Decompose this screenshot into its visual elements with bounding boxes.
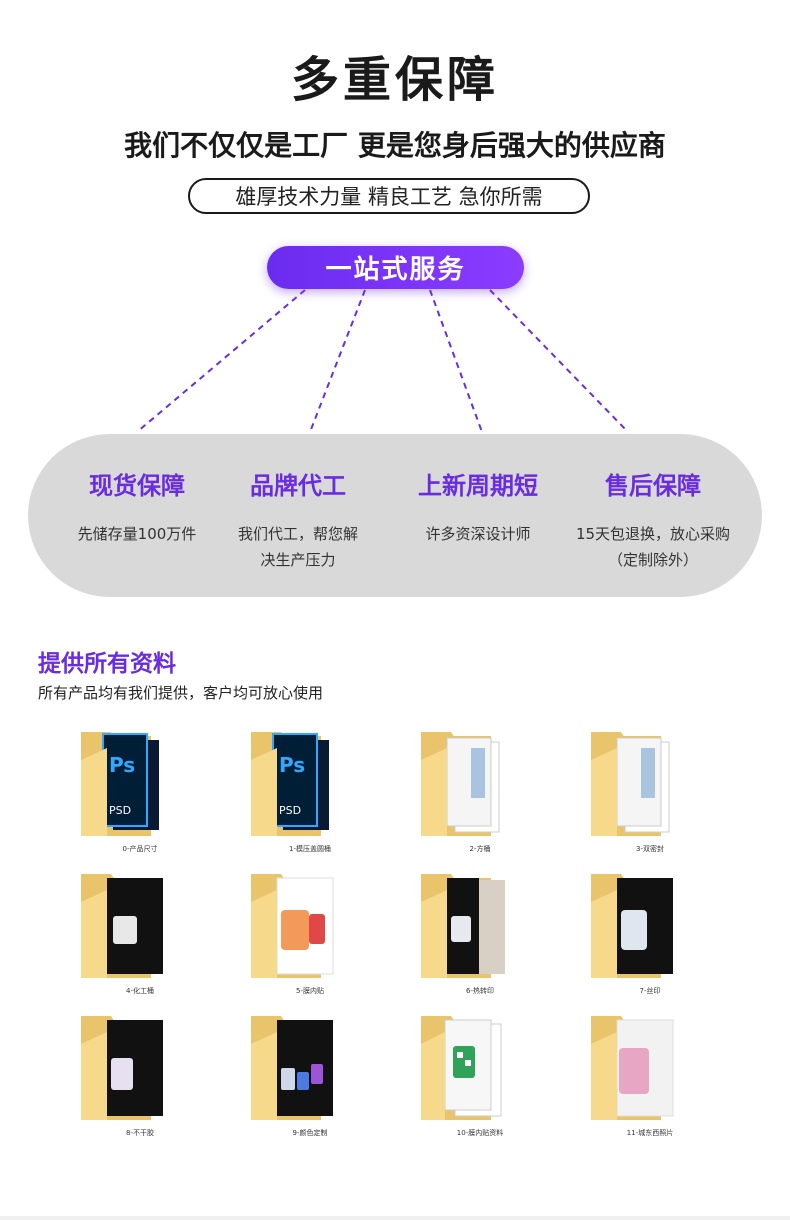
folder-item[interactable]: Ps PSD 0-产品尺寸	[55, 724, 225, 866]
bucket-photo-folder-icon	[421, 874, 505, 978]
feature-after-sales: 售后保障 15天包退换，放心采购 （定制除外）	[563, 466, 743, 573]
svg-text:PSD: PSD	[279, 804, 301, 817]
folder-label: 0-产品尺寸	[122, 845, 158, 853]
feature-desc: 先储存量100万件	[77, 525, 197, 543]
folder-label: 3-双密封	[636, 845, 664, 853]
bucket-photo-folder-icon	[591, 1016, 674, 1120]
spreadsheet-folder-icon	[421, 1016, 502, 1120]
folder-item[interactable]: 2-方桶	[395, 724, 565, 866]
folder-label: 5-膜内贴	[296, 987, 324, 995]
feature-title: 售后保障	[605, 472, 701, 500]
feature-oem: 品牌代工 我们代工，帮您解 决生产压力	[208, 466, 388, 573]
folder-item[interactable]: 9-颜色定制	[225, 1008, 395, 1150]
folder-label: 11-城东西照片	[626, 1129, 674, 1137]
feature-title: 品牌代工	[250, 472, 346, 500]
bucket-photo-folder-icon	[251, 874, 334, 978]
service-label: 一站式服务	[325, 255, 466, 285]
folder-item[interactable]: Ps PSD 1-模压盖圆桶	[225, 724, 395, 866]
folder-item[interactable]: 11-城东西照片	[565, 1008, 735, 1150]
bucket-photo-folder-icon	[81, 1016, 163, 1120]
bucket-photo-folder-icon	[251, 1016, 333, 1120]
folder-label: 4-化工桶	[126, 987, 154, 995]
folder-item[interactable]: 8-不干胶	[55, 1008, 225, 1150]
features-band	[28, 434, 762, 597]
feature-stock: 现货保障 先储存量100万件	[47, 466, 227, 547]
page-subtitle: 我们不仅仅是工厂 更是您身后强大的供应商	[124, 129, 666, 162]
folder-grid: Ps PSD 0-产品尺寸 Ps PSD 1-模压盖圆桶 2-方桶	[55, 724, 735, 1150]
folder-item[interactable]: 10-膜内贴资料	[395, 1008, 565, 1150]
svg-text:Ps: Ps	[109, 753, 135, 777]
document-folder-icon	[421, 732, 500, 836]
bottom-divider	[0, 1216, 790, 1220]
feature-desc: 我们代工，帮您解 决生产压力	[237, 525, 358, 569]
resources-subheading: 所有产品均有我们提供，客户均可放心使用	[38, 684, 324, 702]
feature-desc: 许多资深设计师	[425, 525, 531, 543]
folder-label: 2-方桶	[469, 845, 491, 853]
feature-title: 上新周期短	[418, 472, 538, 500]
feature-desc: 15天包退换，放心采购 （定制除外）	[575, 525, 731, 569]
folder-item[interactable]: 7-丝印	[565, 866, 735, 1008]
tagline-text: 雄厚技术力量 精良工艺 急你所需	[235, 185, 543, 209]
document-folder-icon	[591, 732, 670, 836]
resources-heading: 提供所有资料	[38, 651, 176, 677]
page-title: 多重保障	[290, 52, 499, 108]
psd-folder-icon: Ps PSD	[251, 732, 329, 836]
folder-label: 8-不干胶	[126, 1129, 154, 1137]
folder-item[interactable]: 5-膜内贴	[225, 866, 395, 1008]
folder-item[interactable]: 4-化工桶	[55, 866, 225, 1008]
tagline-pill: 雄厚技术力量 精良工艺 急你所需	[188, 178, 590, 214]
folder-label: 7-丝印	[639, 987, 661, 995]
bucket-photo-folder-icon	[591, 874, 673, 978]
svg-text:PSD: PSD	[109, 804, 131, 817]
feature-new-products: 上新周期短 许多资深设计师	[388, 466, 568, 547]
folder-label: 6-热转印	[466, 987, 494, 995]
bucket-photo-folder-icon	[81, 874, 163, 978]
folder-label: 9-颜色定制	[292, 1129, 328, 1137]
feature-title: 现货保障	[89, 472, 185, 500]
folder-label: 1-模压盖圆桶	[289, 845, 331, 853]
folder-item[interactable]: 6-热转印	[395, 866, 565, 1008]
one-stop-service-badge: 一站式服务	[267, 246, 524, 289]
svg-text:Ps: Ps	[279, 753, 305, 777]
psd-folder-icon: Ps PSD	[81, 732, 159, 836]
folder-item[interactable]: 3-双密封	[565, 724, 735, 866]
folder-label: 10-膜内贴资料	[456, 1129, 504, 1137]
